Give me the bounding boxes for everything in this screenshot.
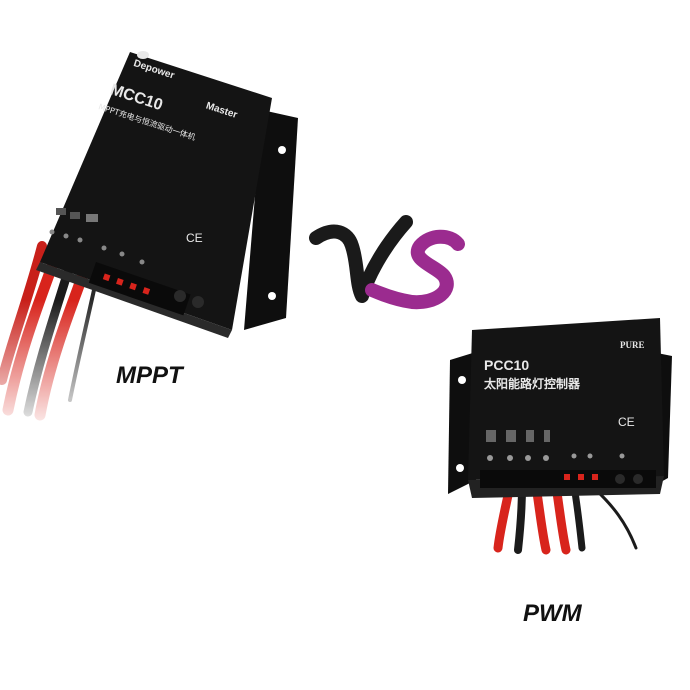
mppt-controller: Depower Master MCC10 MPPT充电与恒流驱动一体机 CE bbox=[0, 51, 298, 430]
mppt-body bbox=[40, 52, 272, 330]
pwm-mount-hole bbox=[458, 376, 466, 384]
mppt-ce-mark: CE bbox=[186, 231, 203, 245]
vs-letter-v bbox=[309, 215, 413, 303]
pwm-indicator-panel bbox=[486, 430, 625, 461]
vs-graphic: VS bbox=[309, 215, 465, 310]
vs-letter-s bbox=[365, 229, 465, 310]
mppt-caption: MPPT bbox=[116, 362, 183, 389]
mppt-mount-hole bbox=[268, 292, 276, 300]
pwm-subtitle-label: 太阳能路灯控制器 bbox=[484, 376, 581, 391]
pwm-mount-hole bbox=[456, 464, 464, 472]
pwm-caption: PWM bbox=[523, 600, 582, 627]
mppt-terminal-block bbox=[88, 262, 204, 316]
pwm-terminal-block bbox=[480, 470, 656, 488]
mppt-indicator-panel bbox=[49, 208, 145, 265]
pwm-brand-label: PURE bbox=[620, 340, 645, 350]
pwm-controller: PURE PCC10 太阳能路灯控制器 CE bbox=[448, 318, 672, 555]
mppt-mount-hole bbox=[278, 146, 286, 154]
pwm-ce-mark: CE bbox=[618, 415, 635, 429]
pwm-body bbox=[468, 318, 664, 480]
pwm-model-label: PCC10 bbox=[484, 357, 529, 373]
depower-logo-icon bbox=[137, 51, 149, 59]
